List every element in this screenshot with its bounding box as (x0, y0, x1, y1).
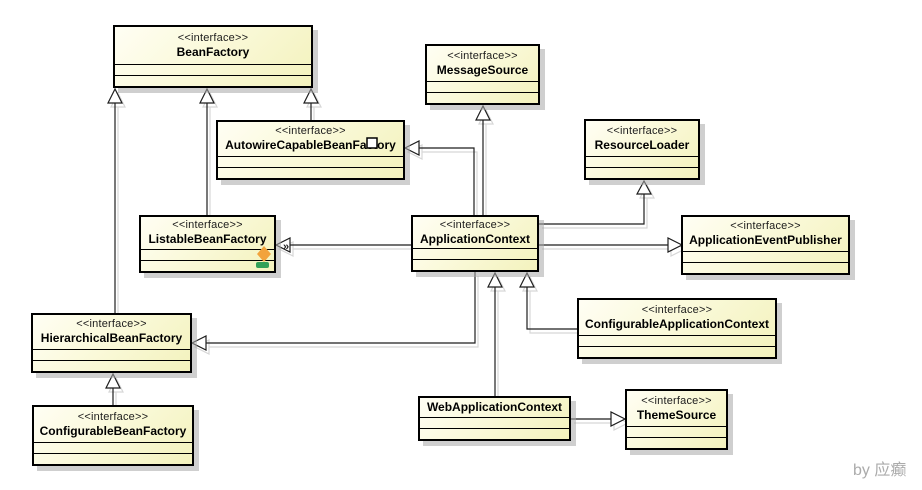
attributes-compartment (33, 349, 190, 360)
edge-applicationcontext-extends-listablebeanfactory (274, 237, 411, 253)
class-name: ThemeSource (636, 407, 717, 422)
class-header: WebApplicationContext (420, 398, 569, 417)
operations-compartment (683, 262, 848, 273)
edge-applicationcontext-extends-hierarchicalbeanfactory (190, 272, 476, 351)
class-header: <<interface>> ApplicationEventPublisher (683, 217, 848, 251)
class-name: AutowireCapableBeanFactory (225, 138, 396, 153)
edge-configurableapplicationcontext-extends-applicationcontext (519, 271, 577, 330)
class-box-configurableapplicationcontext[interactable]: <<interface>> ConfigurableApplicationCon… (577, 298, 777, 359)
stereotype-label: <<interface>> (76, 318, 147, 331)
attributes-compartment (683, 251, 848, 262)
stereotype-label: <<interface>> (77, 410, 149, 423)
operations-compartment (413, 259, 537, 270)
watermark-text: by 应癫 (853, 462, 907, 479)
class-name: ApplicationEventPublisher (689, 233, 842, 248)
class-name: ListableBeanFactory (148, 232, 267, 247)
edge-applicationcontext-extends-autowirecapablebeanfactory (403, 140, 475, 215)
class-box-themesource[interactable]: <<interface>> ThemeSource (625, 389, 728, 450)
class-header: <<interface>> ConfigurableBeanFactory (34, 407, 192, 442)
class-box-listablebeanfactory[interactable]: <<interface>> ListableBeanFactory (139, 215, 276, 273)
class-box-resourceloader[interactable]: <<interface>> ResourceLoader (584, 119, 700, 180)
edge-applicationcontext-extends-resourceloader (539, 179, 653, 225)
class-header: <<interface>> ThemeSource (627, 391, 726, 426)
class-header: <<interface>> HierarchicalBeanFactory (33, 315, 190, 349)
class-name: ApplicationContext (420, 231, 530, 246)
edge-listablebeanfactory-extends-beanfactory (199, 87, 215, 215)
stereotype-label: <<interface>> (275, 125, 346, 138)
class-header: <<interface>> MessageSource (427, 46, 538, 81)
class-header: <<interface>> BeanFactory (115, 27, 311, 64)
class-box-beanfactory[interactable]: <<interface>> BeanFactory (113, 25, 313, 88)
edge-webapplicationcontext-extends-applicationcontext (487, 271, 503, 396)
edge-applicationcontext-extends-applicationeventpublisher (539, 237, 684, 253)
edge-applicationcontext-extends-messagesource (475, 104, 491, 215)
operations-compartment (141, 260, 274, 271)
stereotype-label: <<interface>> (447, 49, 518, 62)
operations-compartment (627, 437, 726, 448)
class-name: BeanFactory (176, 44, 250, 59)
operations-compartment (218, 167, 403, 178)
class-header: <<interface>> ConfigurableApplicationCon… (579, 300, 775, 335)
attributes-compartment (115, 64, 311, 75)
edge-hierarchicalbeanfactory-extends-beanfactory (107, 87, 123, 313)
class-name: ResourceLoader (594, 137, 690, 152)
class-name: ConfigurableApplicationContext (585, 316, 769, 331)
edge-webapplicationcontext-extends-themesource (571, 411, 627, 427)
attributes-compartment (420, 417, 569, 428)
attributes-compartment (141, 249, 274, 260)
class-header: <<interface>> AutowireCapableBeanFactory (218, 122, 403, 156)
class-box-configurablebeanfactory[interactable]: <<interface>> ConfigurableBeanFactory (32, 405, 194, 466)
edge-configurablebeanfactory-extends-hierarchicalbeanfactory (105, 372, 121, 405)
attributes-compartment (586, 156, 698, 167)
attributes-compartment (627, 426, 726, 437)
class-header: <<interface>> ListableBeanFactory (141, 217, 274, 249)
operations-compartment (427, 92, 538, 103)
class-box-hierarchicalbeanfactory[interactable]: <<interface>> HierarchicalBeanFactory (31, 313, 192, 373)
operations-compartment (33, 360, 190, 371)
class-name: ConfigurableBeanFactory (39, 423, 187, 438)
operations-compartment (34, 453, 192, 464)
class-name: WebApplicationContext (426, 399, 563, 414)
class-name: HierarchicalBeanFactory (40, 331, 183, 346)
attributes-compartment (413, 248, 537, 259)
class-box-messagesource[interactable]: <<interface>> MessageSource (425, 44, 540, 105)
class-box-webapplicationcontext[interactable]: WebApplicationContext (418, 396, 571, 441)
stereotype-label: <<interface>> (606, 124, 678, 137)
class-box-applicationeventpublisher[interactable]: <<interface>> ApplicationEventPublisher (681, 215, 850, 275)
operations-compartment (115, 75, 311, 86)
attributes-compartment (34, 442, 192, 453)
stereotype-label: <<interface>> (439, 218, 511, 231)
class-box-autowirecapablebeanfactory[interactable]: <<interface>> AutowireCapableBeanFactory (216, 120, 405, 180)
stereotype-label: <<interface>> (641, 394, 712, 407)
attributes-compartment (427, 81, 538, 92)
class-header: <<interface>> ResourceLoader (586, 121, 698, 156)
edge-autowirecapablebeanfactory-extends-beanfactory (303, 87, 319, 120)
attributes-compartment (579, 335, 775, 346)
stereotype-label: <<interface>> (730, 220, 801, 233)
class-name: MessageSource (436, 62, 529, 77)
class-header: <<interface>> ApplicationContext (413, 217, 537, 248)
class-box-applicationcontext[interactable]: <<interface>> ApplicationContext (411, 215, 539, 272)
operations-compartment (579, 346, 775, 357)
operations-compartment (586, 167, 698, 178)
stereotype-label: <<interface>> (177, 31, 249, 44)
stereotype-label: <<interface>> (641, 303, 713, 316)
attributes-compartment (218, 156, 403, 167)
operations-compartment (420, 428, 569, 439)
stereotype-label: <<interface>> (172, 219, 243, 232)
